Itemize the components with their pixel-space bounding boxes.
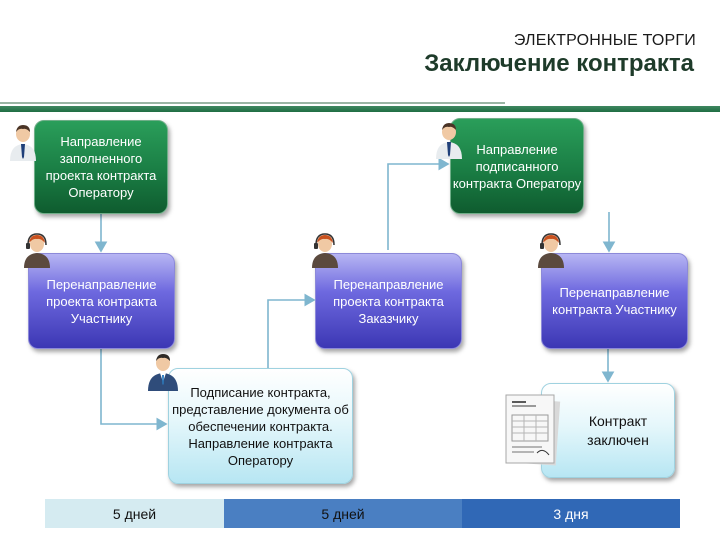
business-person-icon xyxy=(8,124,38,167)
header-rule-thin xyxy=(0,102,505,104)
document-icon xyxy=(503,393,565,476)
header-subtitle: ЭЛЕКТРОННЫЕ ТОРГИ xyxy=(513,32,696,49)
step-contract-concluded: Контракт заключен xyxy=(541,383,675,478)
connector-participant-to-signing xyxy=(100,349,168,431)
step-send-signed-to-operator: Направление подписанного контракта Опера… xyxy=(450,118,584,214)
step-send-filled-to-operator: Направление заполненного проекта контрак… xyxy=(34,120,168,214)
step-label: Перенаправление контракта Участнику xyxy=(552,285,677,317)
step-redirect-draft-to-participant: Перенаправление проекта контракта Участн… xyxy=(28,253,175,349)
step-label: Направление подписанного контракта Опера… xyxy=(452,141,582,191)
connector-signing-to-customer xyxy=(267,293,316,380)
timeline-segment-2: 5 дней xyxy=(224,499,462,528)
business-person-icon xyxy=(146,352,180,397)
step-label: Перенаправление проекта контракта Заказч… xyxy=(333,276,444,326)
step-label: Контракт заключен xyxy=(587,412,649,448)
headset-operator-icon xyxy=(22,233,52,274)
step-redirect-contract-to-participant: Перенаправление контракта Участнику xyxy=(541,253,688,349)
step-redirect-draft-to-customer: Перенаправление проекта контракта Заказч… xyxy=(315,253,462,349)
timeline-label: 5 дней xyxy=(112,505,157,522)
step-sign-and-provide-security: Подписание контракта, представление доку… xyxy=(168,368,353,484)
connector-customer-to-operator xyxy=(387,157,450,250)
step-label: Подписание контракта, представление доку… xyxy=(172,384,349,468)
page-title: Заключение контракта xyxy=(424,50,694,77)
header-rule-thick xyxy=(0,106,720,112)
timeline-label: 3 дня xyxy=(553,505,589,522)
headset-operator-icon xyxy=(536,233,566,274)
timeline-segment-3: 3 дня xyxy=(462,499,680,528)
timeline-label: 5 дней xyxy=(321,505,365,522)
headset-operator-icon xyxy=(310,233,340,274)
step-label: Направление заполненного проекта контрак… xyxy=(45,134,157,200)
step-label: Перенаправление проекта контракта Участн… xyxy=(46,276,157,326)
timeline-segment-1: 5 дней xyxy=(45,499,224,528)
business-person-icon xyxy=(434,122,464,165)
